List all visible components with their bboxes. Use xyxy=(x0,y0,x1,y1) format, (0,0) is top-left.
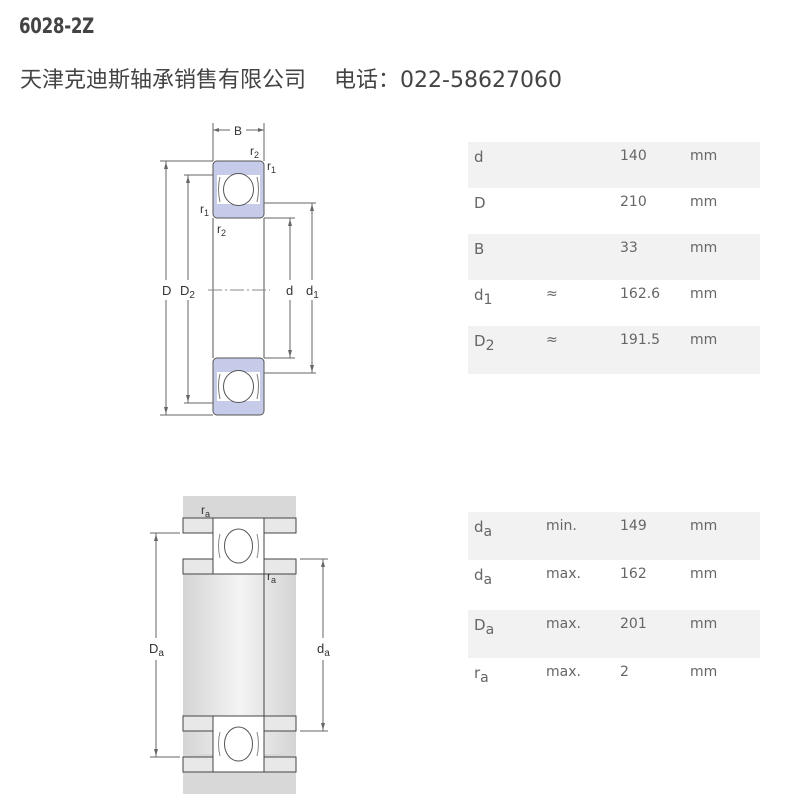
label-da: da xyxy=(317,641,330,659)
table-row: da max. 162 mm xyxy=(468,560,760,610)
abutment-unit: mm xyxy=(690,566,718,582)
dimension-value: 191.5 xyxy=(620,332,661,348)
label-Da: Da xyxy=(149,641,164,659)
abutment-unit: mm xyxy=(690,616,718,632)
abutment-unit: mm xyxy=(690,664,718,680)
dimension-unit: mm xyxy=(690,332,718,348)
abutment-qualifier: max. xyxy=(546,664,581,680)
dimension-value: 33 xyxy=(620,240,638,256)
label-d: d xyxy=(286,283,293,298)
dimension-unit: mm xyxy=(690,240,718,256)
dimension-unit: mm xyxy=(690,148,718,164)
table-row: Da max. 201 mm xyxy=(468,610,760,658)
table-row: da min. 149 mm xyxy=(468,512,760,560)
abutment-qualifier: min. xyxy=(546,518,577,534)
dimension-qualifier: ≈ xyxy=(546,286,558,302)
label-ra-top: ra xyxy=(201,503,210,519)
label-D2: D2 xyxy=(180,283,195,301)
label-r1-top: r1 xyxy=(267,159,276,175)
dimension-unit: mm xyxy=(690,286,718,302)
phone-number: 022-58627060 xyxy=(400,68,562,93)
abutment-symbol: da xyxy=(474,518,493,540)
abutment-value: 162 xyxy=(620,566,647,582)
table-row: ra max. 2 mm xyxy=(468,658,760,704)
abutment-unit: mm xyxy=(690,518,718,534)
bearing-model-title: 6028-2Z xyxy=(19,14,94,38)
label-ra-side: ra xyxy=(267,569,276,585)
abutment-value: 201 xyxy=(620,616,647,632)
dimension-symbol: D2 xyxy=(474,332,495,354)
abutment-value: 149 xyxy=(620,518,647,534)
dimension-value: 140 xyxy=(620,148,647,164)
label-D: D xyxy=(162,283,171,298)
dimension-unit: mm xyxy=(690,194,718,210)
dimension-qualifier: ≈ xyxy=(546,332,558,348)
dimension-symbol: D xyxy=(474,194,486,212)
table-row: B 33 mm xyxy=(468,234,760,280)
label-d1: d1 xyxy=(306,283,319,301)
table-row: D 210 mm xyxy=(468,188,760,234)
dimension-symbol: d xyxy=(474,148,484,166)
abutment-symbol: da xyxy=(474,566,493,588)
abutment-table: da min. 149 mm da max. 162 mm Da max. 20… xyxy=(468,512,760,704)
table-row: d 140 mm xyxy=(468,142,760,188)
abutment-value: 2 xyxy=(620,664,629,680)
label-r2-bottom: r2 xyxy=(217,222,226,238)
dimension-symbol: B xyxy=(474,240,485,258)
abutment-qualifier: max. xyxy=(546,616,581,632)
company-name: 天津克迪斯轴承销售有限公司 xyxy=(20,68,307,93)
abutment-symbol: ra xyxy=(474,664,489,686)
abutment-diagram: ra ra Da da xyxy=(140,490,340,800)
label-r2-top: r2 xyxy=(250,144,259,160)
abutment-qualifier: max. xyxy=(546,566,581,582)
phone-label: 电话： xyxy=(334,68,401,93)
dimension-value: 210 xyxy=(620,194,647,210)
dimension-value: 162.6 xyxy=(620,286,661,302)
dimensions-table: d 140 mm D 210 mm B 33 mm d1 ≈ 162.6 mm … xyxy=(468,142,760,374)
label-r1-left: r1 xyxy=(200,202,209,218)
dimension-symbol: d1 xyxy=(474,286,493,308)
company-contact-line: 天津克迪斯轴承销售有限公司 电话：022-58627060 xyxy=(20,62,562,94)
bearing-dimension-diagram: B r2 r1 r1 r2 D xyxy=(140,115,340,425)
table-row: D2 ≈ 191.5 mm xyxy=(468,326,760,374)
abutment-symbol: Da xyxy=(474,616,495,638)
table-row: d1 ≈ 162.6 mm xyxy=(468,280,760,326)
label-B: B xyxy=(234,124,242,138)
